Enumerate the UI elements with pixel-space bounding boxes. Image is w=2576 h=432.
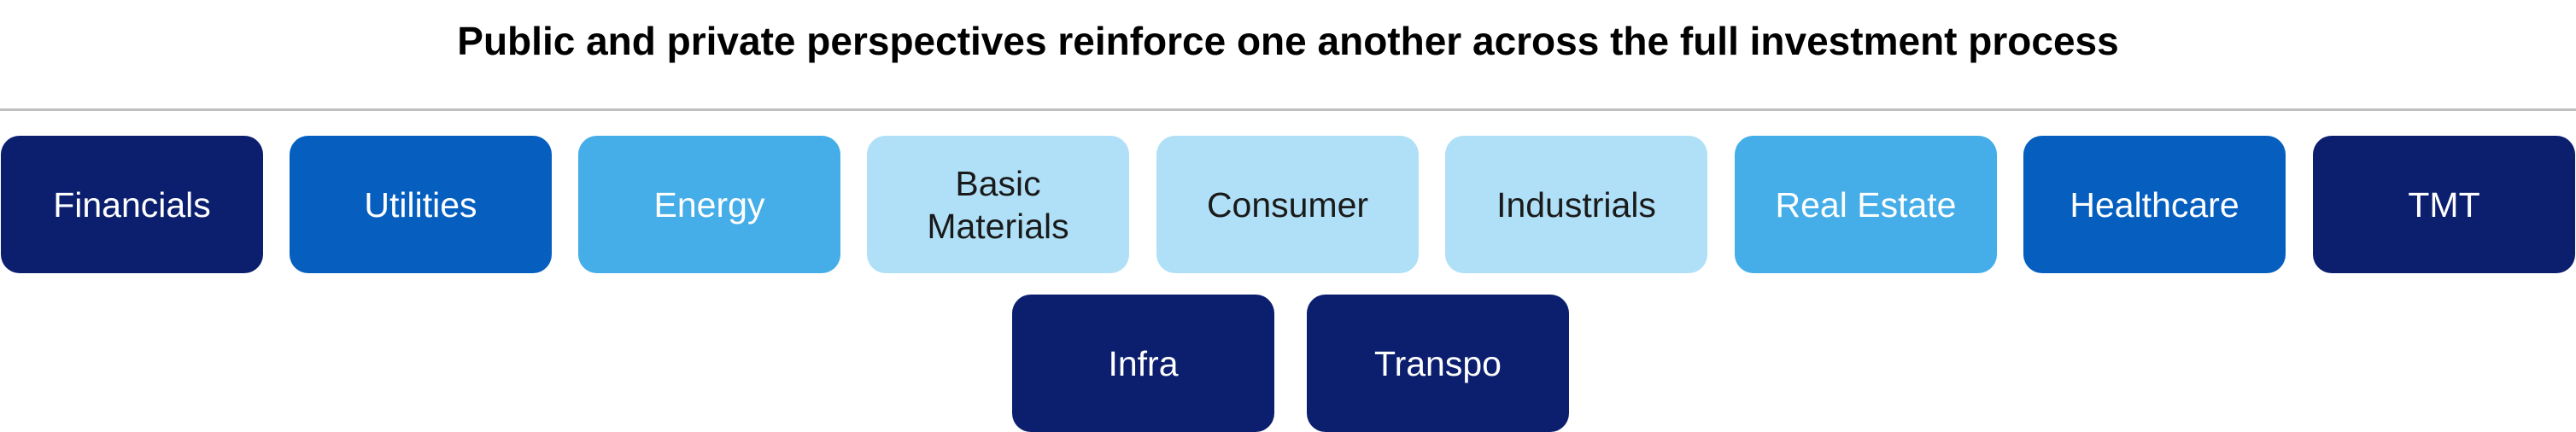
sector-tile-financials: Financials [1,136,263,273]
sector-tile-tmt: TMT [2313,136,2575,273]
page-title: Public and private perspectives reinforc… [457,19,2119,63]
sector-label: Transpo [1374,343,1502,383]
sector-tile-industrials: Industrials [1445,136,1707,273]
sector-tile-utilities: Utilities [290,136,552,273]
sector-label: Energy [653,184,765,225]
sector-label: Industrials [1496,184,1656,225]
sector-tile-consumer: Consumer [1156,136,1419,273]
sector-label: Basic Materials [927,163,1069,246]
title-divider [0,108,2576,111]
sector-label: Financials [53,184,211,225]
sector-tile-infra: Infra [1012,295,1274,432]
sector-label: Utilities [364,184,477,225]
sector-label: TMT [2408,184,2480,225]
sector-tile-healthcare: Healthcare [2023,136,2286,273]
sector-label: Consumer [1206,184,1369,225]
sector-tile-energy: Energy [578,136,840,273]
sector-label: Real Estate [1775,184,1957,225]
sector-label: Infra [1108,343,1179,383]
sector-tile-transpo: Transpo [1307,295,1569,432]
sector-tile-real-estate: Real Estate [1735,136,1997,273]
sector-label: Healthcare [2070,184,2239,225]
sector-tile-basic-materials: Basic Materials [867,136,1129,273]
